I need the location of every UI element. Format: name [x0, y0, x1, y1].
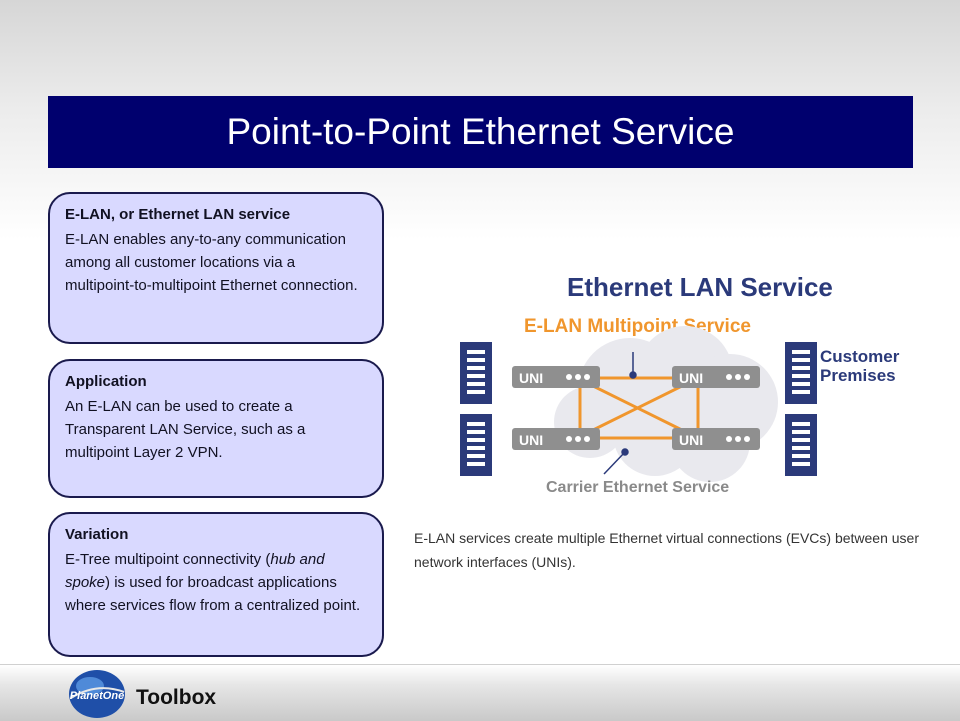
variation-card: Variation E-Tree multipoint connectivity… — [48, 512, 384, 657]
customer-label-line2: Premises — [820, 366, 896, 385]
diagram-subtitle: E-LAN Multipoint Service — [524, 316, 751, 337]
logo-text: PlanetOne — [70, 690, 124, 702]
pointer-lines — [603, 352, 637, 475]
variation-text-start: E-Tree multipoint connectivity ( — [65, 551, 271, 568]
application-card-body: An E-LAN can be used to create a Transpa… — [65, 398, 306, 461]
application-card-title: Application — [65, 373, 147, 390]
uni-label: UNI — [679, 370, 703, 386]
elan-diagram: Ethernet LAN Service E-LAN Multipoint Se… — [460, 272, 900, 496]
elan-card-title: E-LAN, or Ethernet LAN service — [65, 206, 291, 223]
footer — [0, 664, 960, 721]
variation-card-title: Variation — [65, 526, 129, 543]
uni-bottom-left: UNI — [512, 428, 600, 450]
variation-text-italic: hub and spoke — [65, 551, 325, 591]
uni-top-right: UNI — [672, 366, 760, 388]
application-card: Application An E-LAN can be used to crea… — [48, 359, 384, 498]
elan-card: E-LAN, or Ethernet LAN service E-LAN ena… — [48, 192, 384, 344]
uni-label: UNI — [679, 432, 703, 448]
diagram-caption: E-LAN services create multiple Ethernet … — [414, 530, 919, 570]
planetone-logo: PlanetOne — [69, 670, 125, 718]
elan-card-body: E-LAN enables any-to-any communication a… — [65, 231, 358, 294]
uni-bottom-right: UNI — [672, 428, 760, 450]
diagram-title: Ethernet LAN Service — [567, 272, 833, 302]
building-icon — [785, 342, 817, 404]
carrier-cloud — [554, 326, 778, 482]
customer-label-line1: Customer — [820, 347, 900, 366]
uni-label: UNI — [519, 432, 543, 448]
cloud-label: Carrier Ethernet Service — [546, 479, 729, 496]
building-icon — [460, 414, 492, 476]
uni-top-left: UNI — [512, 366, 600, 388]
title-bar: Point-to-Point Ethernet Service — [48, 96, 913, 168]
slide-title: Point-to-Point Ethernet Service — [226, 111, 735, 152]
footer-toolbox-label: Toolbox — [136, 686, 217, 709]
building-icon — [785, 414, 817, 476]
variation-card-body: E-Tree multipoint connectivity (hub and … — [65, 548, 368, 617]
variation-text-end: ) is used for broadcast applications whe… — [65, 574, 361, 614]
building-icon — [460, 342, 492, 404]
uni-label: UNI — [519, 370, 543, 386]
